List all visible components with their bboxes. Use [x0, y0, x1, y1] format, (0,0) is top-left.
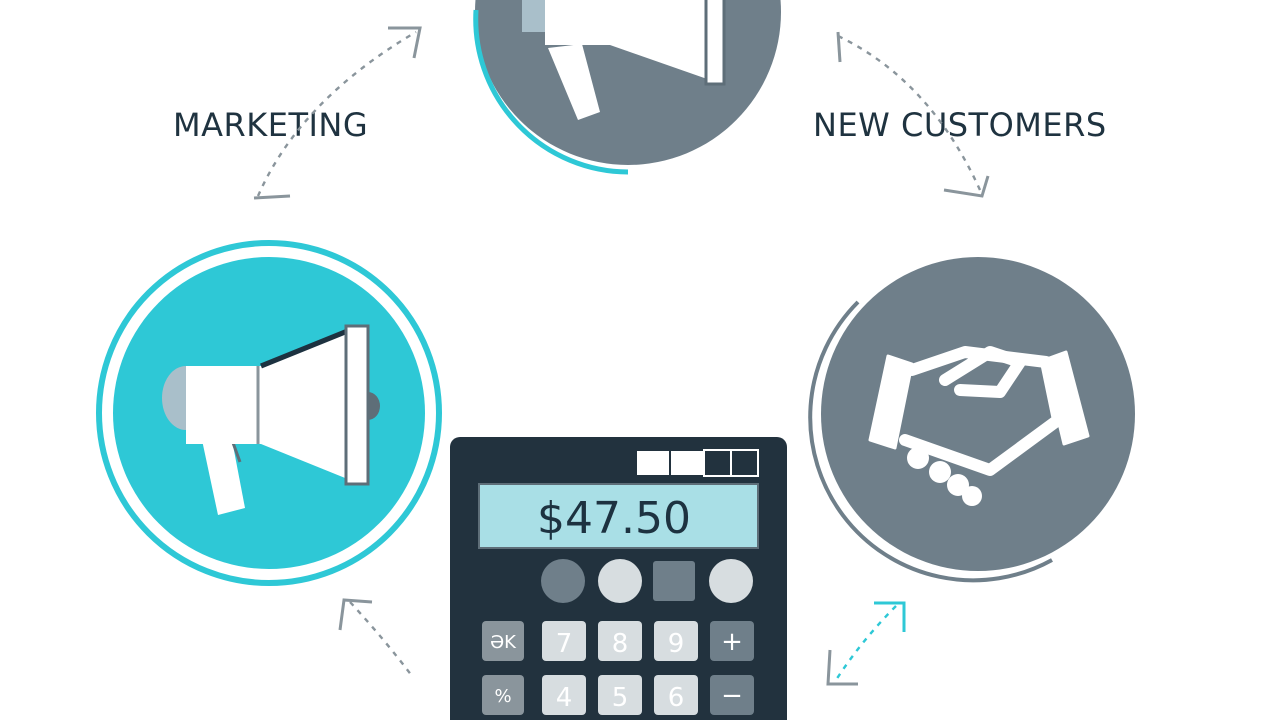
- key-label: −: [721, 681, 743, 711]
- megaphone-icon: [162, 324, 380, 515]
- new-customers-label: NEW CUSTOMERS: [813, 106, 1107, 144]
- key-label: 4: [556, 683, 573, 713]
- arrow-bottom-right: [826, 601, 906, 686]
- key-label: 5: [612, 683, 629, 713]
- key-label: 8: [612, 629, 629, 659]
- handshake-icon: [868, 346, 1090, 506]
- right-node: [808, 257, 1135, 583]
- calculator-display-value: $47.50: [537, 493, 691, 544]
- key-label: +: [721, 627, 743, 657]
- key-label: %: [494, 686, 511, 707]
- key-label: ƏK: [490, 632, 517, 653]
- calculator-icon: $47.50 ƏK 7 8 9 + % 4 5 6 −: [450, 437, 787, 720]
- key-label: 9: [668, 629, 685, 659]
- key-label: 7: [556, 629, 573, 659]
- calculator-display: [478, 483, 759, 549]
- key-label: 6: [668, 683, 685, 713]
- top-node: [473, 0, 781, 175]
- arrow-top-to-customers: [836, 31, 990, 198]
- arrow-bottom-left: [338, 598, 413, 677]
- marketing-label: MARKETING: [173, 106, 369, 144]
- left-node: [96, 240, 442, 586]
- arrow-marketing-to-top: [253, 26, 422, 200]
- megaphone-icon: [522, 0, 726, 120]
